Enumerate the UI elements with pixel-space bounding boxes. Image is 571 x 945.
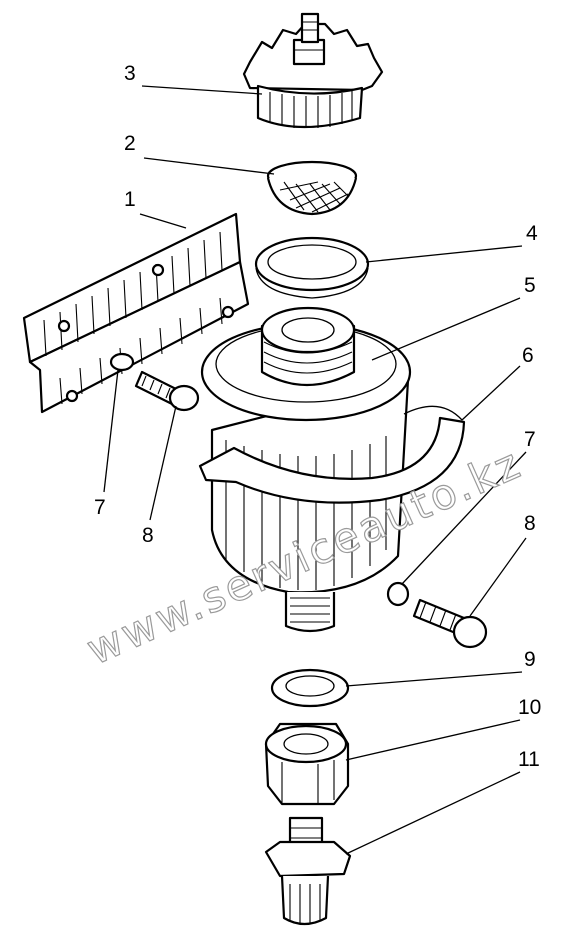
callout-5: 5 [524, 274, 536, 297]
leader-7-left [103, 369, 119, 493]
leader-4 [365, 245, 523, 263]
callout-1: 1 [124, 188, 136, 211]
leader-3 [141, 85, 263, 95]
leader-8-left [149, 405, 177, 521]
leader-11 [345, 771, 521, 855]
leader-lines [103, 85, 527, 855]
part-8-bolt-right [412, 598, 488, 649]
callout-7-left: 7 [94, 496, 106, 519]
callout-9: 9 [524, 648, 536, 671]
callout-labels: 1 2 3 4 5 6 7 8 7 8 9 10 11 [94, 62, 541, 771]
leader-6 [461, 365, 521, 421]
part-4-seal-ring [254, 236, 370, 299]
part-8-bolt-left [134, 370, 200, 412]
leader-2 [143, 157, 275, 175]
leader-1 [139, 213, 187, 229]
callout-4: 4 [526, 222, 538, 245]
leader-5 [371, 297, 521, 361]
callout-6: 6 [522, 344, 534, 367]
leader-9 [345, 671, 523, 687]
callout-3: 3 [124, 62, 136, 85]
callout-10: 10 [518, 696, 541, 719]
part-3-cap [242, 12, 384, 129]
part-10-nut [264, 722, 350, 806]
callout-11: 11 [518, 748, 540, 771]
leader-8-right [469, 537, 527, 617]
part-11-fitting [264, 816, 352, 926]
leader-7-right [401, 451, 527, 585]
callout-8-right: 8 [524, 512, 536, 535]
callout-8-left: 8 [142, 524, 154, 547]
part-2-strainer [266, 160, 358, 216]
part-6-clamp [198, 405, 466, 504]
callout-7-right: 7 [524, 428, 536, 451]
leader-10 [345, 719, 521, 761]
part-9-washer [270, 668, 350, 708]
part-7-lock-washer-left [109, 352, 135, 372]
callout-2: 2 [124, 132, 136, 155]
part-7-lock-washer-right [386, 581, 410, 607]
